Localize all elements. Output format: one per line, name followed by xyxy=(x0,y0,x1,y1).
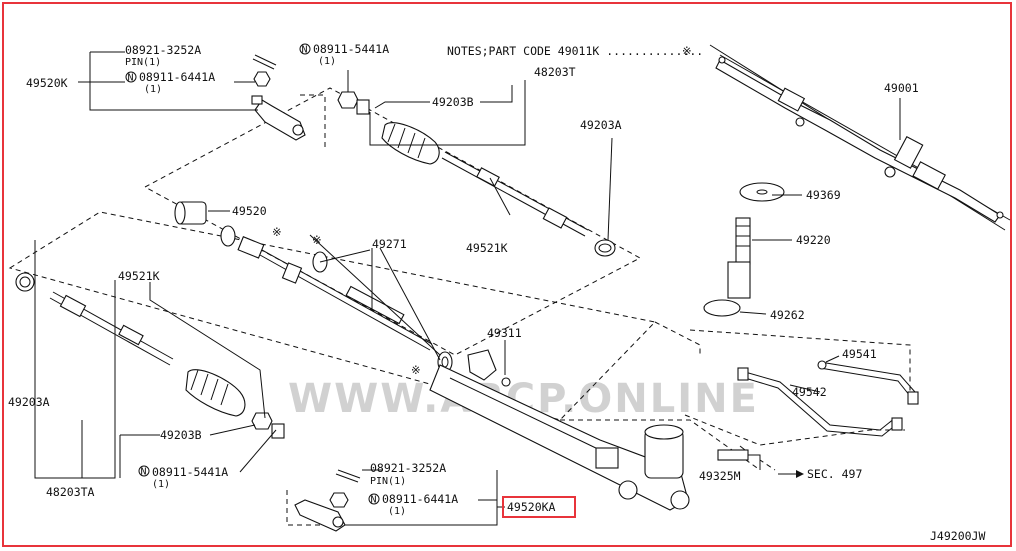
label-48203T[interactable]: 48203T xyxy=(534,65,576,79)
label-49311[interactable]: 49311 xyxy=(487,326,522,340)
leader-lines xyxy=(34,51,901,526)
nut-bottom-icon xyxy=(329,492,349,508)
lock-nut-left-icon xyxy=(251,412,273,430)
label-sec-497[interactable]: SEC. 497 xyxy=(807,467,862,481)
outer-tie-rod-end-bottom xyxy=(294,469,361,532)
star-marker-a: ※ xyxy=(272,225,282,239)
pipe-dashed-outline-c xyxy=(684,414,905,446)
dust-cover-49369 xyxy=(739,182,785,202)
label-49262[interactable]: 49262 xyxy=(770,308,805,322)
boot-clamp-top-icon xyxy=(594,239,616,257)
label-08911-5441A-top[interactable]: 08911-5441A xyxy=(313,42,389,56)
label-49220[interactable]: 49220 xyxy=(796,233,831,247)
seal-49262-icon xyxy=(703,299,741,317)
label-49325M[interactable]: 49325M xyxy=(699,469,741,483)
boot-top xyxy=(381,122,440,165)
label-49271[interactable]: 49271 xyxy=(372,237,407,251)
label-08911-6441A-top[interactable]: 08911-6441A xyxy=(139,70,215,84)
clip-left-icon xyxy=(271,423,285,439)
label-qty-b: (1) xyxy=(318,56,336,67)
rack-housing-dashed-link xyxy=(654,321,701,355)
notes-label: NOTES;PART CODE 49011K .............. xyxy=(447,44,703,58)
bottom-end-dashed-link xyxy=(286,490,330,526)
label-49001[interactable]: 49001 xyxy=(884,81,919,95)
label-08911-6441A-bottom[interactable]: 08911-6441A xyxy=(382,492,458,506)
label-pin-top: PIN(1) xyxy=(125,57,161,68)
bracket-49311 xyxy=(467,349,511,387)
pinion-49220 xyxy=(727,217,751,299)
label-49203A-top[interactable]: 49203A xyxy=(580,118,622,132)
boot-clamp-left-icon xyxy=(15,272,35,292)
notes-symbol: ※ xyxy=(682,44,692,58)
label-49541[interactable]: 49541 xyxy=(842,347,877,361)
label-qty-d: (1) xyxy=(388,506,406,517)
label-qty-a: (1) xyxy=(144,84,162,95)
label-49369[interactable]: 49369 xyxy=(806,188,841,202)
label-49203B-bottom[interactable]: 49203B xyxy=(160,428,202,442)
label-49520K[interactable]: 49520K xyxy=(26,76,68,90)
svg-text:N: N xyxy=(371,495,377,506)
label-08911-5441A-bottom[interactable]: 08911-5441A xyxy=(152,465,228,479)
label-qty-c: (1) xyxy=(152,479,170,490)
diagram-id: J49200JW xyxy=(930,529,985,543)
bushing-49520 xyxy=(174,201,207,225)
star-marker-b: ※ xyxy=(312,233,322,247)
label-49521K-top[interactable]: 49521K xyxy=(466,241,508,255)
ring-icon xyxy=(220,225,236,247)
pipe-dashed-outline-b xyxy=(560,419,761,471)
label-49521K-left[interactable]: 49521K xyxy=(118,269,160,283)
label-49203B-top[interactable]: 49203B xyxy=(432,95,474,109)
sec-dashed-link xyxy=(759,459,776,471)
top-end-dashed-link xyxy=(300,94,326,148)
n-marker-icons: N N N N xyxy=(125,43,380,506)
svg-text:N: N xyxy=(141,467,147,478)
pipe-49542 xyxy=(737,367,903,437)
clip-top-icon xyxy=(356,99,370,115)
label-08921-3252A-top[interactable]: 08921-3252A xyxy=(125,43,201,57)
svg-text:N: N xyxy=(302,45,308,56)
star-marker-c: ※ xyxy=(411,363,421,377)
rack-housing xyxy=(429,364,690,511)
boot-left xyxy=(185,369,246,417)
label-48203TA[interactable]: 48203TA xyxy=(46,485,95,499)
svg-text:N: N xyxy=(128,73,134,84)
label-pin-bottom: PIN(1) xyxy=(370,476,406,487)
lock-nut-top-icon xyxy=(337,91,359,109)
label-49542[interactable]: 49542 xyxy=(792,385,827,399)
label-49203A-left[interactable]: 49203A xyxy=(8,395,50,409)
steering-gear-assembly xyxy=(709,44,1011,231)
nut-icon xyxy=(253,71,271,87)
arrow-right-icon xyxy=(796,470,804,478)
pipe-dashed-outline-a xyxy=(689,329,911,400)
highlight-box-49520KA xyxy=(502,496,576,518)
inner-tie-rod-left xyxy=(49,291,174,366)
rack-49271 xyxy=(237,236,433,351)
label-08921-3252A-bottom[interactable]: 08921-3252A xyxy=(370,461,446,475)
pipe-49541 xyxy=(817,360,919,405)
label-49520[interactable]: 49520 xyxy=(232,204,267,218)
label-49520KA[interactable]: 49520KA xyxy=(507,500,556,514)
outer-tie-rod-end-top xyxy=(251,54,306,141)
inner-tie-rod-top xyxy=(441,151,589,237)
